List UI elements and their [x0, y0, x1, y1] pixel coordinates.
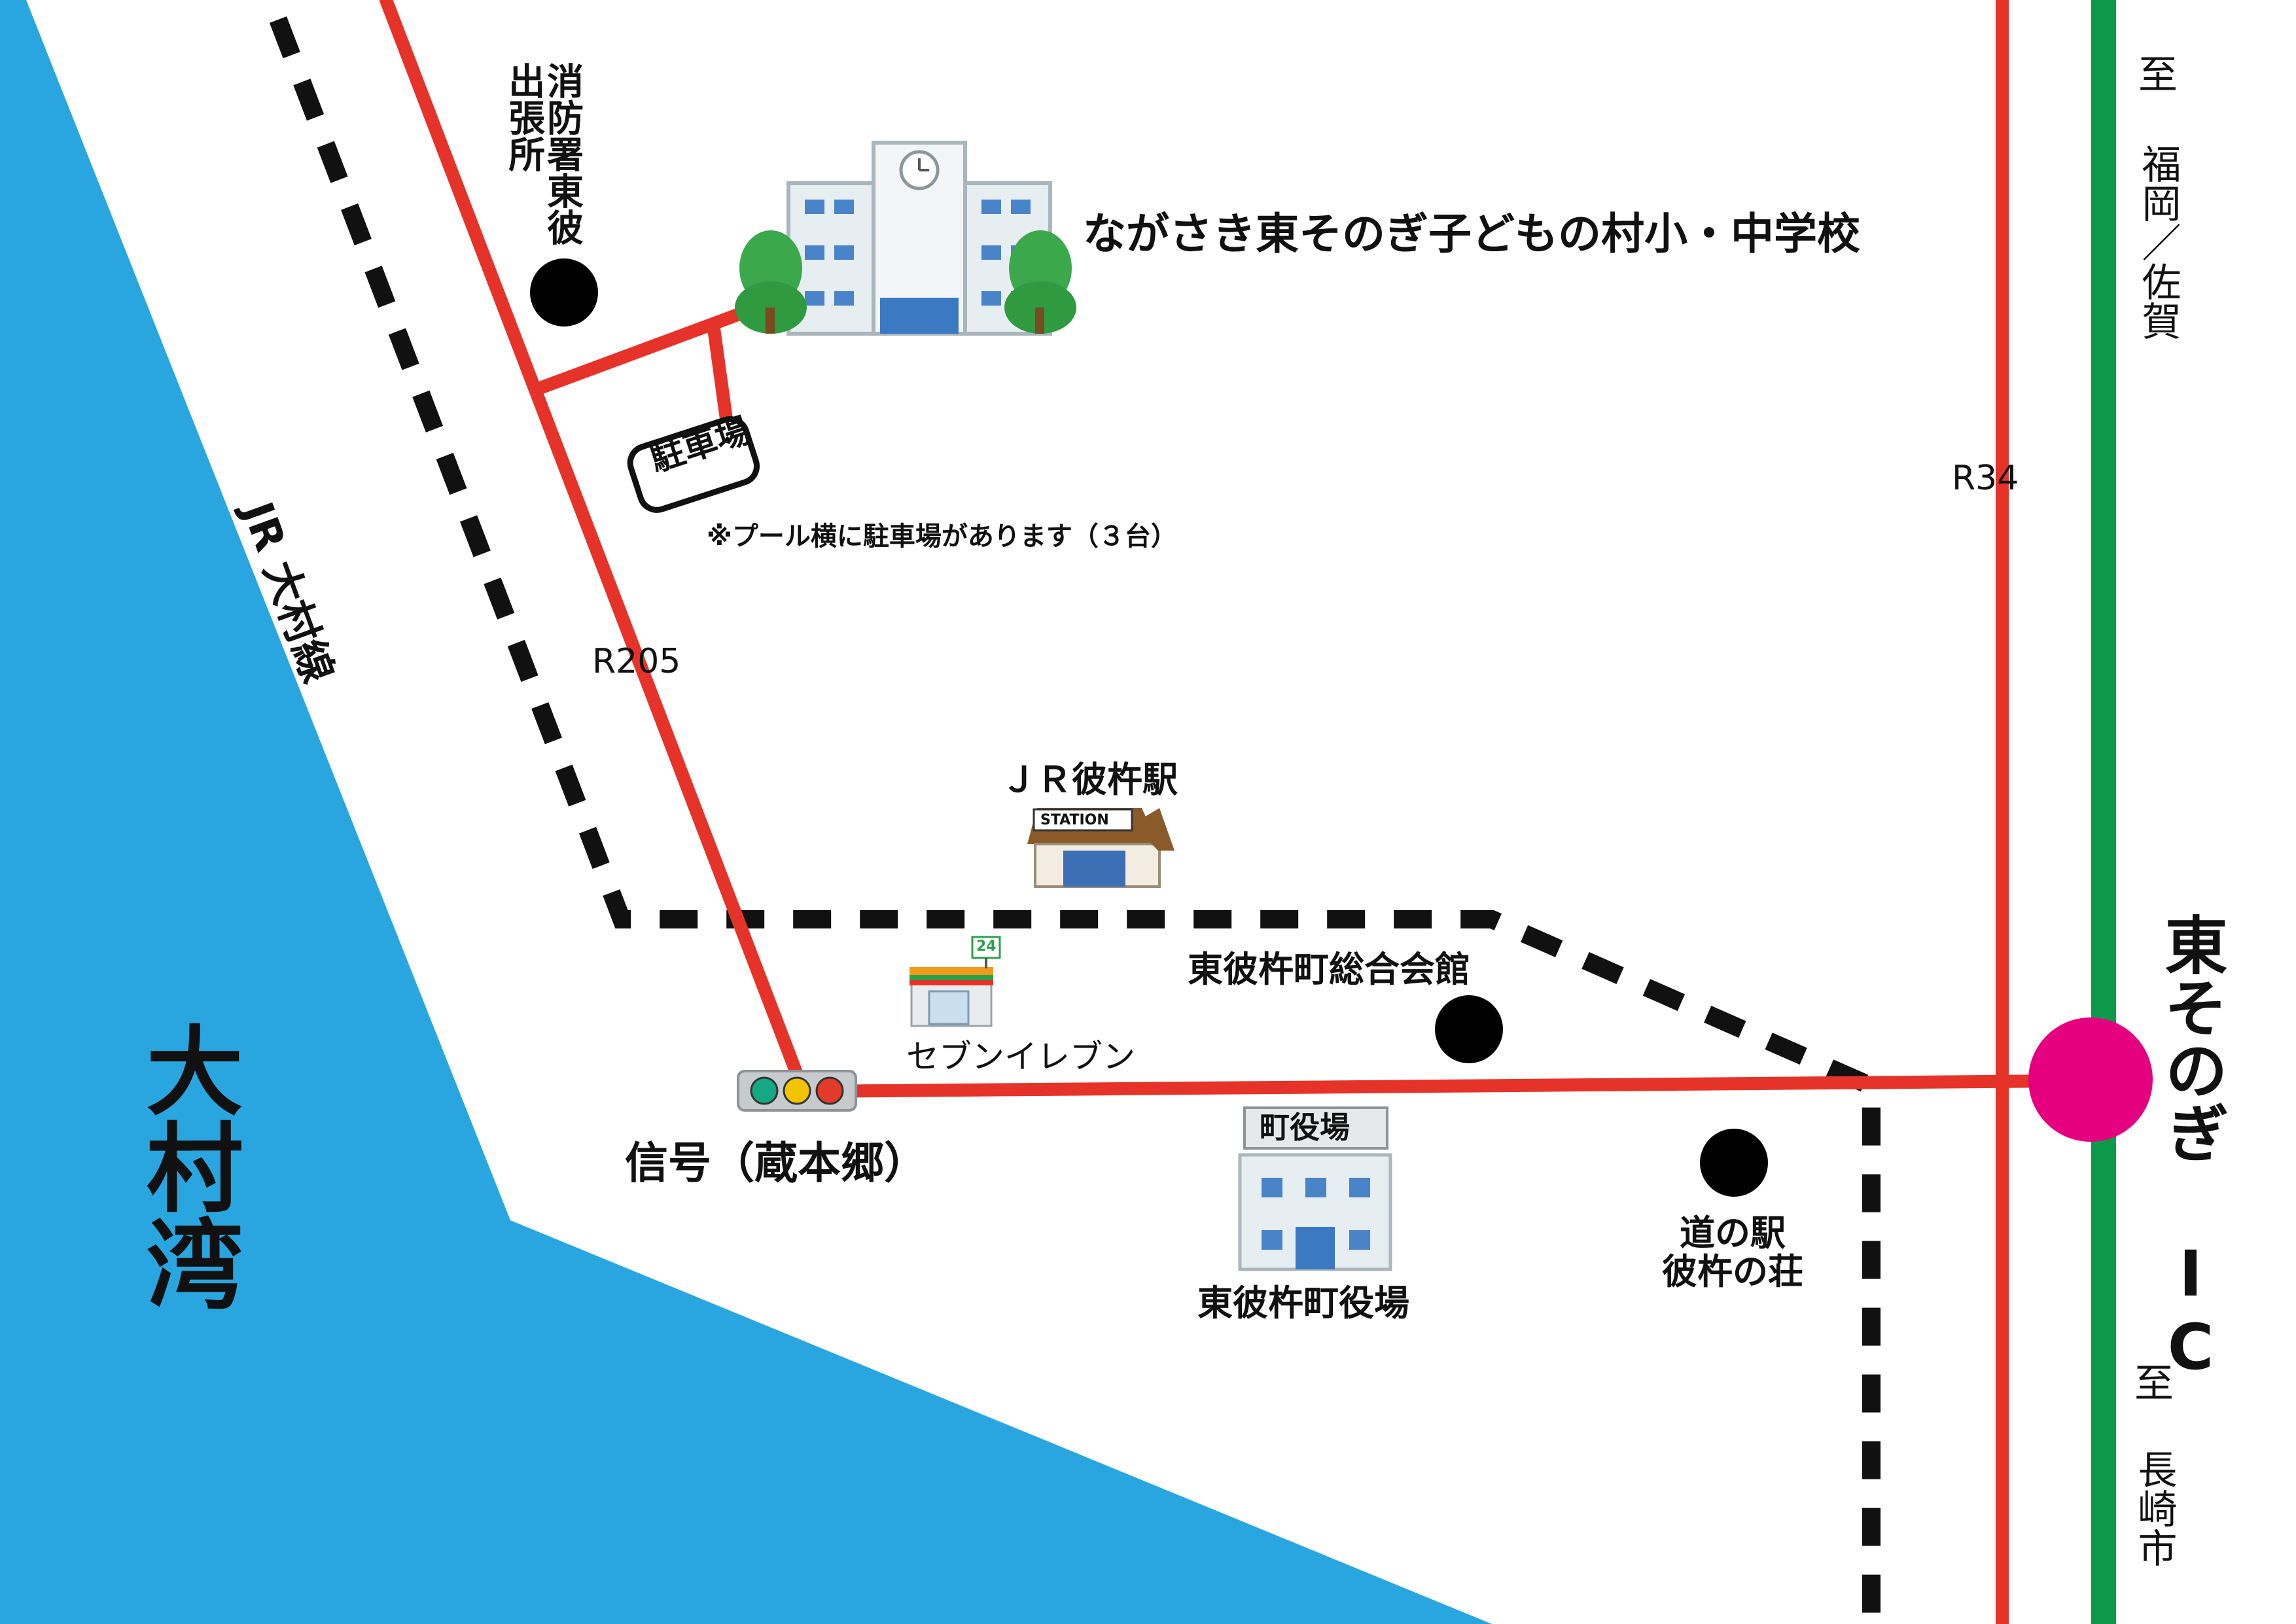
parking-sign: [627, 416, 760, 513]
station-building-icon: [1027, 808, 1174, 888]
north-destination-label: 福岡／佐賀: [2135, 144, 2181, 340]
signal-label: 信号（蔵本郷）: [625, 1138, 927, 1188]
landmark-dot-icon: [1700, 1129, 1768, 1197]
fire-station-label: 消防署東彼出張所: [502, 62, 584, 245]
roadside-station-label: 道の駅 彼杵の荘: [1662, 1212, 1803, 1293]
road-r205: [380, 0, 808, 1093]
station-sign-text: STATION: [1040, 812, 1109, 828]
school-label: ながさき東そのぎ子どもの村小・中学校: [1083, 209, 1860, 259]
traffic-signal-icon: [737, 1070, 857, 1112]
south-to-label: 至: [2134, 1361, 2174, 1407]
landmark-dot-icon: [1435, 995, 1503, 1063]
town-hall-building-icon: [1238, 1106, 1392, 1271]
road-to-parking: [707, 317, 733, 425]
convenience-store-icon: [910, 936, 1001, 1027]
parking-note: ※プール横に駐車場があります（３台）: [707, 521, 1177, 552]
road-main-east-west: [795, 1074, 2074, 1098]
railway-line: [269, 16, 1881, 1624]
sea-area: [0, 0, 1492, 1624]
road-to-school: [530, 308, 746, 396]
interchange-label: 東そのぎ IC: [2154, 913, 2227, 1384]
station-label: ＪＲ彼杵駅: [1001, 759, 1178, 800]
interchange-icon: [2028, 1017, 2153, 1142]
sea-label: 大村湾: [130, 1021, 242, 1311]
road-r34-label: R34: [1952, 459, 2019, 498]
road-network: [380, 0, 2074, 1624]
community-hall-label: 東彼杵町総合会館: [1188, 949, 1470, 990]
town-hall-label: 東彼杵町役場: [1197, 1282, 1409, 1324]
north-to-label: 至: [2138, 52, 2178, 98]
town-hall-sign-text: 町役場: [1260, 1110, 1350, 1145]
landmark-dot-icon: [530, 258, 598, 327]
road-r205-label: R205: [592, 642, 681, 681]
south-destination-label: 長崎市: [2131, 1449, 2177, 1567]
store-badge-text: 24: [976, 938, 997, 955]
convenience-store-label: セブンイレブン: [906, 1038, 1135, 1076]
school-building-icon: [735, 141, 1076, 336]
